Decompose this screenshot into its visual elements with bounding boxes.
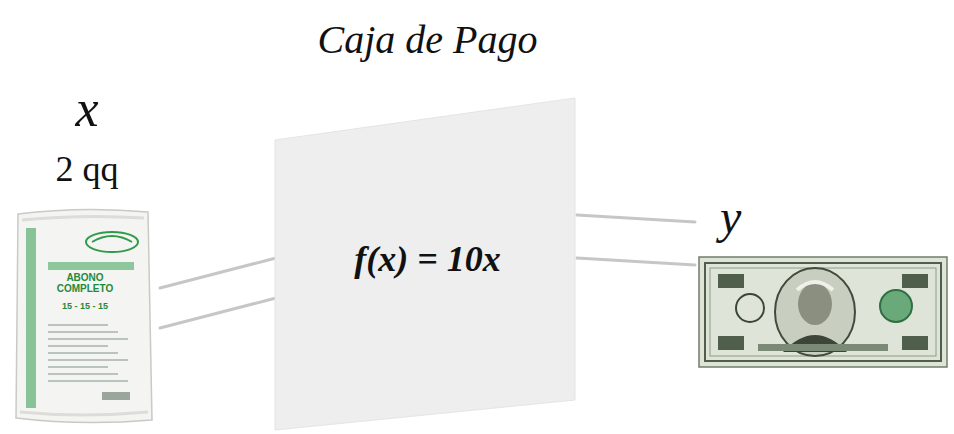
input-quantity: 2 qq xyxy=(12,148,162,191)
input-variable: x xyxy=(12,78,162,140)
payment-box: Caja de Pago f(x) = 10x xyxy=(270,16,585,432)
output-variable: y xyxy=(720,188,741,246)
box-heading: Caja de Pago xyxy=(270,16,585,64)
fertilizer-bag: x 2 qq xyxy=(12,78,162,428)
fertilizer-bag-picture xyxy=(12,206,154,426)
connector-line xyxy=(577,258,695,265)
bag-print: 15 - 15 - 15 xyxy=(40,302,130,312)
connector-line xyxy=(160,298,276,328)
function-formula: f(x) = 10x xyxy=(270,238,585,281)
bag-print: ABONO COMPLETO xyxy=(40,272,130,294)
connector-line xyxy=(577,215,695,222)
dollar-bill-picture xyxy=(698,256,948,368)
double-connector xyxy=(577,215,695,265)
double-connector xyxy=(160,258,276,328)
dollar-bill: y xyxy=(698,192,948,370)
payment-box-picture xyxy=(270,16,585,432)
connector-line xyxy=(160,258,276,288)
